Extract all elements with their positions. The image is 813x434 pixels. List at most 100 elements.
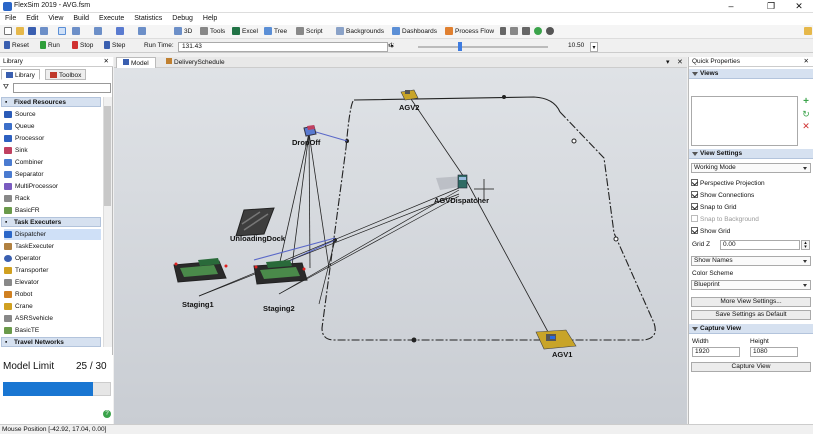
run-time-dropdown-icon[interactable]: ▾ <box>390 44 394 50</box>
tab-deliveryschedule[interactable]: DeliverySchedule <box>160 57 231 68</box>
library-item-combiner[interactable]: Combiner <box>4 157 101 168</box>
save-settings-default-button[interactable]: Save Settings as Default <box>691 310 811 320</box>
library-item-asrsvehicle[interactable]: ASRSvehicle <box>4 313 101 324</box>
process-flow-button[interactable]: Process Flow <box>445 27 494 37</box>
perspective-projection-checkbox[interactable]: Perspective Projection <box>691 178 765 189</box>
grid-icon[interactable] <box>510 27 520 37</box>
tab-model[interactable]: Model <box>116 57 156 68</box>
run-speed-dropdown-icon[interactable]: ▾ <box>590 42 598 52</box>
tab-toolbox[interactable]: Toolbox <box>45 69 87 80</box>
folder-icon[interactable] <box>804 27 813 37</box>
library-item-multiprocessor[interactable]: MultiProcessor <box>4 181 101 192</box>
edit-mode-icon[interactable] <box>94 27 104 37</box>
library-item-basicte[interactable]: BasicTE <box>4 325 101 336</box>
stop-button[interactable]: Stop <box>72 41 93 51</box>
more-view-settings-button[interactable]: More View Settings... <box>691 297 811 307</box>
view-options-icon[interactable] <box>138 27 148 37</box>
quick-properties-close-icon[interactable]: ✕ <box>803 58 809 65</box>
menu-view[interactable]: View <box>48 15 64 22</box>
connect-tool-icon[interactable] <box>72 27 82 37</box>
select-color-icon[interactable] <box>116 27 126 37</box>
3d-view-button[interactable]: 3D <box>174 27 192 37</box>
dashboards-button[interactable]: Dashboards <box>392 27 437 37</box>
add-view-icon[interactable]: + <box>803 96 809 107</box>
library-item-elevator[interactable]: Elevator <box>4 277 101 288</box>
maximize-button[interactable]: ❐ <box>766 1 776 11</box>
table-icon[interactable] <box>522 27 532 37</box>
info-icon[interactable] <box>546 27 556 37</box>
snap-to-background-checkbox[interactable]: Snap to Background <box>691 214 759 225</box>
library-scrollbar-thumb[interactable] <box>104 106 111 206</box>
library-search-input[interactable] <box>13 83 111 93</box>
pointer-icon[interactable] <box>58 27 68 37</box>
delete-view-icon[interactable]: ✕ <box>802 121 810 131</box>
undo-icon[interactable] <box>40 27 50 37</box>
library-item-sink[interactable]: Sink <box>4 145 101 156</box>
library-item-robot[interactable]: Robot <box>4 289 101 300</box>
minimize-button[interactable]: – <box>728 1 734 11</box>
tools-button[interactable]: Tools <box>200 27 225 37</box>
show-names-select[interactable]: Show Names <box>691 256 811 266</box>
tree-button[interactable]: Tree <box>264 27 287 37</box>
dropdown-icon[interactable] <box>500 27 508 37</box>
excel-button[interactable]: Excel <box>232 27 258 37</box>
open-file-icon[interactable] <box>16 27 26 37</box>
section-views[interactable]: Views <box>689 69 813 79</box>
library-item-operator[interactable]: Operator <box>4 253 101 264</box>
backgrounds-button[interactable]: Backgrounds <box>336 27 384 37</box>
menu-build[interactable]: Build <box>73 15 89 22</box>
help-icon[interactable]: ? <box>103 410 111 418</box>
library-item-transporter[interactable]: Transporter <box>4 265 101 276</box>
library-item-separator[interactable]: Separator <box>4 169 101 180</box>
agvdispatcher-object[interactable] <box>436 174 468 190</box>
menu-help[interactable]: Help <box>202 15 218 22</box>
step-button[interactable]: Step <box>104 41 125 51</box>
menu-edit[interactable]: Edit <box>26 15 39 22</box>
library-item-dispatcher[interactable]: Dispatcher <box>4 229 101 240</box>
help-icon[interactable] <box>534 27 544 37</box>
color-scheme-select[interactable]: Blueprint <box>691 280 811 290</box>
show-connections-checkbox[interactable]: Show Connections <box>691 190 754 201</box>
section-view-settings[interactable]: View Settings <box>689 149 813 159</box>
views-list[interactable] <box>691 96 798 146</box>
library-item-source[interactable]: Source <box>4 109 101 120</box>
filter-icon[interactable]: ⛛ <box>3 84 9 91</box>
tab-library[interactable]: Library <box>1 69 40 80</box>
agv2-object[interactable] <box>400 89 419 101</box>
staging1-object[interactable] <box>173 258 228 283</box>
grid-z-spinner[interactable]: ▴▾ <box>801 240 810 250</box>
working-mode-select[interactable]: Working Mode <box>691 163 811 173</box>
show-grid-checkbox[interactable]: Show Grid <box>691 226 730 237</box>
staging2-object[interactable] <box>253 260 308 285</box>
grid-z-input[interactable]: 0.00 <box>720 240 800 250</box>
menu-debug[interactable]: Debug <box>172 15 193 22</box>
script-button[interactable]: Script <box>296 27 323 37</box>
library-item-taskexecuter[interactable]: TaskExecuter <box>4 241 101 252</box>
run-time-field[interactable]: 131.43 <box>178 42 388 52</box>
agv1-object[interactable] <box>535 329 577 350</box>
refresh-view-icon[interactable]: ↻ <box>802 109 810 119</box>
tabs-close-icon[interactable]: ✕ <box>677 59 683 66</box>
run-speed-slider[interactable] <box>418 46 548 48</box>
snap-to-grid-checkbox[interactable]: Snap to Grid <box>691 202 737 213</box>
reset-button[interactable]: Reset <box>4 41 29 51</box>
save-icon[interactable] <box>28 27 38 37</box>
section-capture-view[interactable]: Capture View <box>689 324 813 334</box>
unloadingdock-object[interactable] <box>235 207 275 237</box>
menu-file[interactable]: File <box>5 15 17 22</box>
tabs-dropdown-icon[interactable]: ▾ <box>666 59 670 66</box>
dropoff-object[interactable] <box>303 125 317 137</box>
library-scrollbar[interactable] <box>103 97 112 347</box>
library-item-processor[interactable]: Processor <box>4 133 101 144</box>
capture-height-input[interactable]: 1080 <box>750 347 798 357</box>
library-item-rack[interactable]: Rack <box>4 193 101 204</box>
run-button[interactable]: Run <box>40 41 60 51</box>
category-fixed-resources[interactable]: ▪Fixed Resources <box>1 97 101 107</box>
library-item-crane[interactable]: Crane <box>4 301 101 312</box>
library-item-basicfr[interactable]: BasicFR <box>4 205 101 216</box>
close-button[interactable]: ✕ <box>795 1 803 11</box>
category-task-executers[interactable]: ▪Task Executers <box>1 217 101 227</box>
capture-width-input[interactable]: 1920 <box>692 347 740 357</box>
menu-execute[interactable]: Execute <box>98 15 125 22</box>
library-item-queue[interactable]: Queue <box>4 121 101 132</box>
